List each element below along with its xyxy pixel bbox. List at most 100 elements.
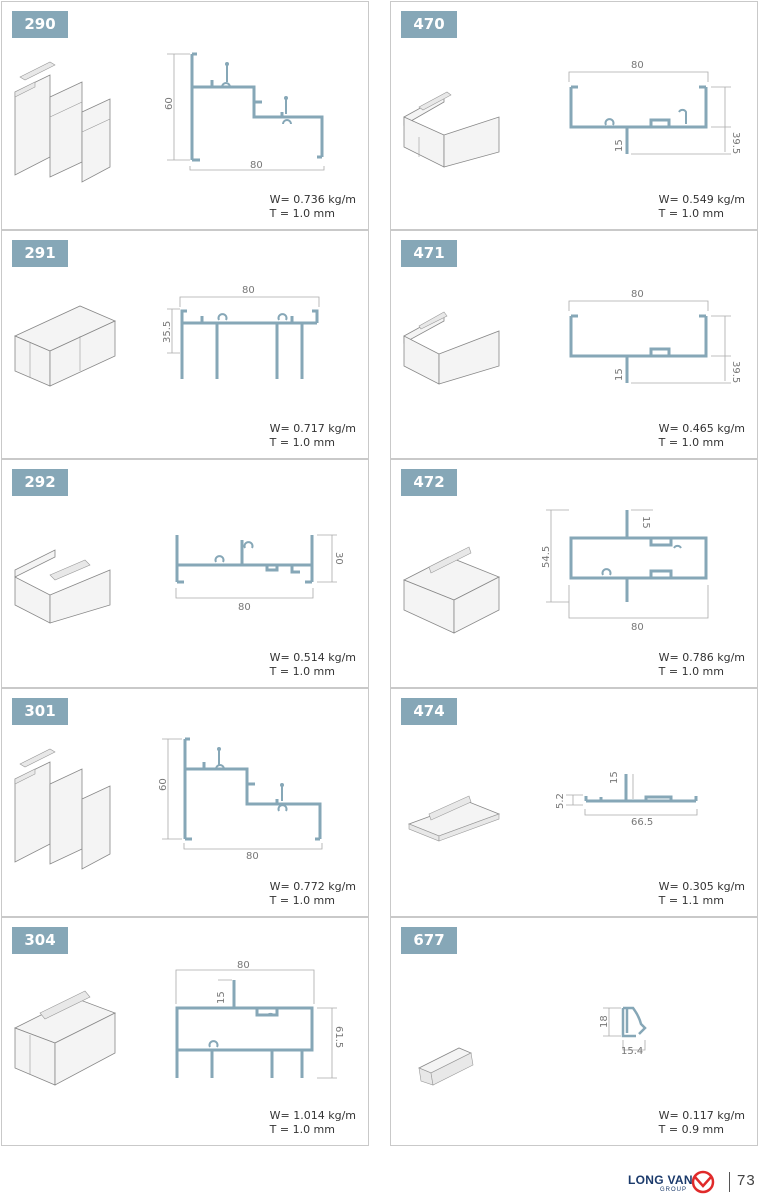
profile-spec: W= 0.772 kg/m T = 1.0 mm [270, 880, 356, 908]
dim-width: 80 [237, 960, 250, 971]
profile-card-471: 471 80 39.5 15 W= 0.465 kg/m T = 1.0 mm [390, 230, 758, 459]
dim-height: 61.5 [333, 1026, 344, 1048]
profile-card-290: 290 60 80 W= 0.736 kg/m T = 1.0 mm [1, 1, 369, 230]
dim-stem: 15 [614, 368, 625, 381]
profile-3d-render [14, 748, 111, 870]
weight: W= 1.014 kg/m [269, 1109, 356, 1122]
dim-height: 60 [158, 778, 169, 791]
weight: W= 0.772 kg/m [269, 880, 356, 893]
profile-code: 291 [12, 240, 68, 267]
weight: W= 0.786 kg/m [658, 651, 745, 664]
page-number: 73 [737, 1172, 756, 1189]
dim-height: 60 [164, 97, 175, 110]
thickness: T = 1.0 mm [269, 436, 335, 449]
thickness: T = 1.0 mm [658, 665, 724, 678]
profile-spec: W= 1.014 kg/m T = 1.0 mm [270, 1109, 356, 1137]
dim-width: 80 [250, 160, 263, 171]
profile-drawing: 80 39.5 15 [568, 289, 741, 384]
profile-code: 677 [401, 927, 457, 954]
profile-drawing: 18 15.4 [599, 1006, 647, 1057]
profile-3d-render [14, 305, 116, 387]
weight: W= 0.465 kg/m [658, 422, 745, 435]
profile-3d-render [14, 990, 116, 1086]
weight: W= 0.117 kg/m [658, 1109, 745, 1122]
profile-code: 290 [12, 11, 68, 38]
dim-width: 66.5 [631, 817, 653, 828]
profile-code: 472 [401, 469, 457, 496]
dim-height: 5.2 [555, 793, 566, 809]
profile-3d-render [14, 61, 111, 183]
profile-code: 301 [12, 698, 68, 725]
weight: W= 0.549 kg/m [658, 193, 745, 206]
profile-spec: W= 0.514 kg/m T = 1.0 mm [270, 651, 356, 679]
dim-height: 30 [333, 552, 344, 565]
profile-card-301: 301 60 80 W= 0.772 kg/m T = 1.0 mm [1, 688, 369, 917]
profile-spec: W= 0.117 kg/m T = 0.9 mm [659, 1109, 745, 1137]
profile-drawing: 80 35.5 [162, 285, 320, 379]
dim-width: 80 [242, 285, 255, 296]
profile-drawing: 30 80 [175, 534, 344, 613]
dim-stem: 15 [609, 771, 620, 784]
profile-3d-render [403, 91, 500, 168]
profile-card-304: 304 80 15 61.5 W= 1.014 kg/m T = 1.0 mm [1, 917, 369, 1146]
profile-code: 470 [401, 11, 457, 38]
thickness: T = 0.9 mm [658, 1123, 724, 1136]
profile-3d-render [14, 549, 111, 624]
thickness: T = 1.1 mm [658, 894, 724, 907]
weight: W= 0.736 kg/m [269, 193, 356, 206]
profile-card-474: 474 5.2 15 66.5 W= 0.305 kg/m T = 1.1 mm [390, 688, 758, 917]
weight: W= 0.514 kg/m [269, 651, 356, 664]
profile-card-291: 291 80 35.5 W= 0.717 kg/m T = 1.0 mm [1, 230, 369, 459]
longvan-logo-icon [691, 1170, 715, 1194]
dim-height: 18 [599, 1015, 610, 1028]
profile-code: 471 [401, 240, 457, 267]
dim-width: 15.4 [621, 1046, 643, 1057]
dim-height: 54.5 [541, 546, 552, 568]
dim-width: 80 [631, 289, 644, 300]
weight: W= 0.305 kg/m [658, 880, 745, 893]
profile-code: 474 [401, 698, 457, 725]
weight: W= 0.717 kg/m [269, 422, 356, 435]
profile-drawing: 80 15 61.5 [175, 960, 344, 1079]
profile-3d-render [403, 311, 500, 385]
dim-stem: 15 [216, 991, 227, 1004]
profile-spec: W= 0.305 kg/m T = 1.1 mm [659, 880, 745, 908]
profile-drawing: 54.5 15 80 [541, 509, 709, 633]
brand-name: LONG VAN [628, 1173, 693, 1187]
profile-spec: W= 0.736 kg/m T = 1.0 mm [270, 193, 356, 221]
thickness: T = 1.0 mm [269, 1123, 335, 1136]
profile-code: 304 [12, 927, 68, 954]
profile-card-677: 677 18 15.4 W= 0.117 kg/m T = 0.9 mm [390, 917, 758, 1146]
profile-3d-render [403, 546, 500, 634]
dim-height: 39.5 [730, 132, 741, 154]
profile-spec: W= 0.786 kg/m T = 1.0 mm [659, 651, 745, 679]
dim-height: 39.5 [730, 361, 741, 383]
thickness: T = 1.0 mm [269, 665, 335, 678]
profile-drawing: 60 80 [158, 737, 323, 862]
brand-sub: GROUP [660, 1187, 688, 1193]
profile-card-470: 470 80 39.5 15 W= 0.549 kg/m T = 1.0 mm [390, 1, 758, 230]
profile-spec: W= 0.717 kg/m T = 1.0 mm [270, 422, 356, 450]
thickness: T = 1.0 mm [269, 894, 335, 907]
dim-width: 80 [631, 60, 644, 71]
profile-drawing: 5.2 15 66.5 [555, 771, 698, 828]
profile-card-472: 472 54.5 15 80 W= 0.786 kg/m T = 1.0 mm [390, 459, 758, 688]
profile-3d-render [407, 795, 501, 842]
thickness: T = 1.0 mm [658, 207, 724, 220]
dim-width: 80 [246, 851, 259, 862]
profile-code: 292 [12, 469, 68, 496]
profile-drawing: 80 39.5 15 [568, 60, 741, 155]
profile-spec: W= 0.549 kg/m T = 1.0 mm [659, 193, 745, 221]
dim-stem: 15 [614, 139, 625, 152]
profile-card-292: 292 30 80 W= 0.514 kg/m T = 1.0 mm [1, 459, 369, 688]
profile-3d-render [418, 1047, 474, 1086]
thickness: T = 1.0 mm [658, 436, 724, 449]
page-separator [729, 1172, 730, 1192]
dim-width: 80 [631, 622, 644, 633]
profile-drawing: 60 80 [164, 52, 325, 171]
dim-height: 35.5 [162, 321, 173, 343]
dim-width: 80 [238, 602, 251, 613]
dim-stem: 15 [640, 516, 651, 529]
profile-spec: W= 0.465 kg/m T = 1.0 mm [659, 422, 745, 450]
thickness: T = 1.0 mm [269, 207, 335, 220]
